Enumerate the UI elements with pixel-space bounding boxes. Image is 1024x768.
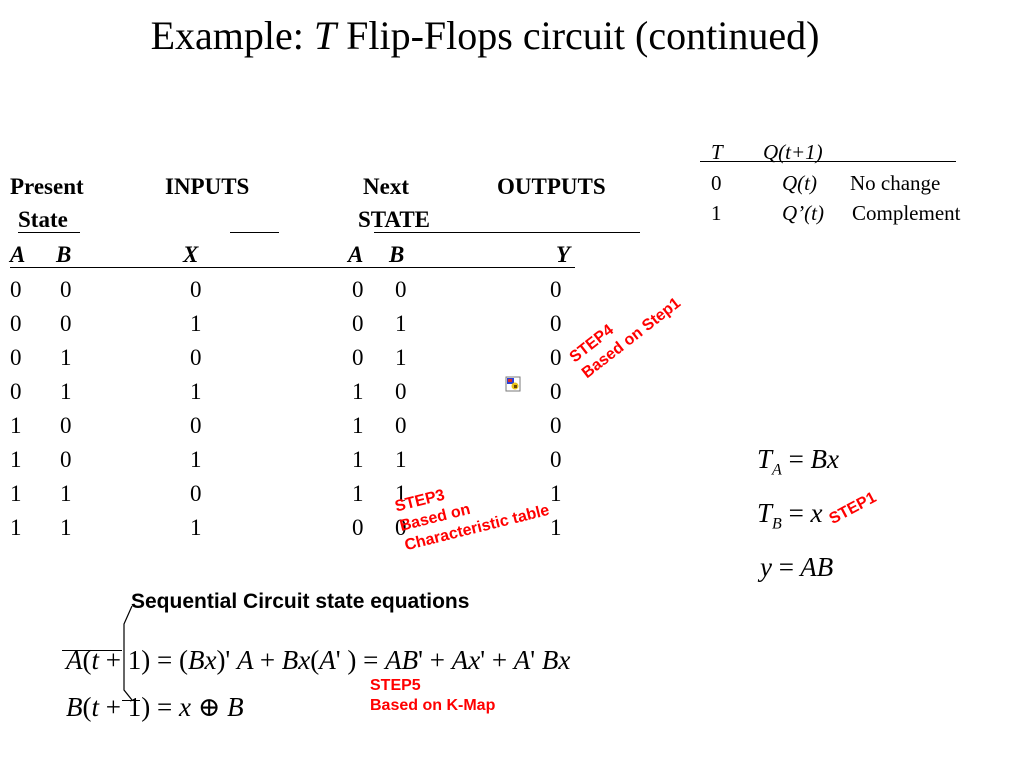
cell-b: 1 — [60, 481, 72, 506]
title-suffix: Flip-Flops circuit (continued) — [336, 13, 820, 58]
header-inputs: INPUTS — [165, 174, 250, 199]
cell-next-a: 0 — [352, 277, 364, 302]
col-a: A — [10, 242, 26, 267]
ct-row1-t: 0 — [711, 171, 722, 195]
eq-b-next: B(t + 1) = x ⊕ B — [66, 692, 244, 722]
state-equations-bracket — [123, 605, 133, 701]
header-state-underline — [18, 232, 80, 233]
cell-next-a: 0 — [352, 311, 364, 336]
cell-x: 0 — [190, 277, 202, 302]
bracket-bottom-line — [122, 700, 140, 701]
step1-label: STEP1 — [826, 489, 880, 528]
cell-next-b: 1 — [395, 447, 407, 472]
cell-a: 0 — [10, 277, 22, 302]
cell-b: 1 — [60, 345, 72, 370]
cell-y: 0 — [550, 345, 562, 370]
cell-next-a: 1 — [352, 379, 364, 404]
ct-row2-q: Q’(t) — [782, 201, 824, 225]
title-prefix: Example: — [150, 13, 314, 58]
cell-next-b: 1 — [395, 345, 407, 370]
outputs-underline — [446, 232, 640, 233]
ct-row2-t: 1 — [711, 201, 722, 225]
cell-y: 1 — [550, 515, 562, 540]
cell-a: 0 — [10, 379, 22, 404]
col-x: X — [183, 242, 199, 267]
cell-a: 1 — [10, 481, 22, 506]
ct-header-rule — [700, 161, 956, 162]
cell-y: 0 — [550, 413, 562, 438]
cell-x: 1 — [190, 447, 202, 472]
cell-x: 1 — [190, 515, 202, 540]
cell-a: 0 — [10, 311, 22, 336]
cell-x: 1 — [190, 311, 202, 336]
cell-x: 0 — [190, 345, 202, 370]
cell-next-a: 0 — [352, 515, 364, 540]
cell-next-a: 0 — [352, 345, 364, 370]
cell-x: 0 — [190, 481, 202, 506]
bracket-top-line — [62, 650, 122, 651]
cell-b: 0 — [60, 447, 72, 472]
cell-next-a: 1 — [352, 413, 364, 438]
cell-y: 0 — [550, 379, 562, 404]
cell-next-b: 0 — [395, 379, 407, 404]
annotation-step5: STEP5 Based on K-Map — [370, 676, 495, 716]
title-italic: T — [313, 13, 337, 58]
header-next: Next — [363, 174, 409, 199]
embedded-object-icon — [505, 376, 521, 392]
col-y: Y — [556, 242, 571, 267]
cell-next-b: 1 — [395, 311, 407, 336]
step5-label: STEP5 — [370, 677, 421, 694]
annotation-step4: STEP4 Based on Step1 — [566, 278, 685, 383]
cell-next-b: 0 — [395, 277, 407, 302]
step5-detail: Based on K-Map — [370, 697, 496, 714]
eq-tb: TB = x — [757, 498, 823, 533]
cell-next-b: 0 — [395, 413, 407, 438]
cell-next-a: 1 — [352, 481, 364, 506]
inputs-underline — [230, 232, 279, 233]
cell-a: 1 — [10, 515, 22, 540]
cell-y: 0 — [550, 447, 562, 472]
cell-b: 0 — [60, 413, 72, 438]
cell-x: 1 — [190, 379, 202, 404]
page-title: Example: T Flip-Flops circuit (continued… — [0, 12, 970, 59]
cell-b: 0 — [60, 311, 72, 336]
col-b: B — [56, 242, 72, 267]
col-next-b: B — [389, 242, 405, 267]
next-state-underline — [374, 232, 446, 233]
eq-a-next: A(t + 1) = (Bx)' A + Bx(A' ) = AB' + Ax'… — [66, 645, 571, 675]
eq-y: y = AB — [760, 552, 834, 582]
ct-header-qnext: Q(t+1) — [763, 140, 823, 164]
cell-a: 1 — [10, 447, 22, 472]
cell-a: 0 — [10, 345, 22, 370]
ct-row1-q: Q(t) — [782, 171, 817, 195]
annotation-step1: STEP1 — [826, 488, 880, 529]
cell-b: 1 — [60, 515, 72, 540]
cell-y: 1 — [550, 481, 562, 506]
header-state: State — [18, 207, 68, 232]
ct-header-t: T — [711, 140, 723, 164]
col-next-a: A — [348, 242, 364, 267]
cell-b: 1 — [60, 379, 72, 404]
cell-x: 0 — [190, 413, 202, 438]
eq-ta: TA = Bx — [757, 444, 840, 479]
cell-next-a: 1 — [352, 447, 364, 472]
state-equations-heading: Sequential Circuit state equations — [131, 590, 470, 613]
header-outputs: OUTPUTS — [497, 174, 606, 199]
cell-next-b: 1 — [395, 481, 407, 506]
header-present: Present — [10, 174, 84, 199]
cell-a: 1 — [10, 413, 22, 438]
column-header-rule — [10, 267, 575, 268]
ct-row1-desc: No change — [850, 171, 941, 195]
header-next-state: STATE — [358, 207, 431, 232]
annotation-step3: STEP3 Based on Characteristic table — [393, 462, 552, 556]
cell-next-b: 0 — [395, 515, 407, 540]
cell-y: 0 — [550, 277, 562, 302]
ct-row2-desc: Complement — [852, 201, 961, 225]
cell-b: 0 — [60, 277, 72, 302]
cell-y: 0 — [550, 311, 562, 336]
